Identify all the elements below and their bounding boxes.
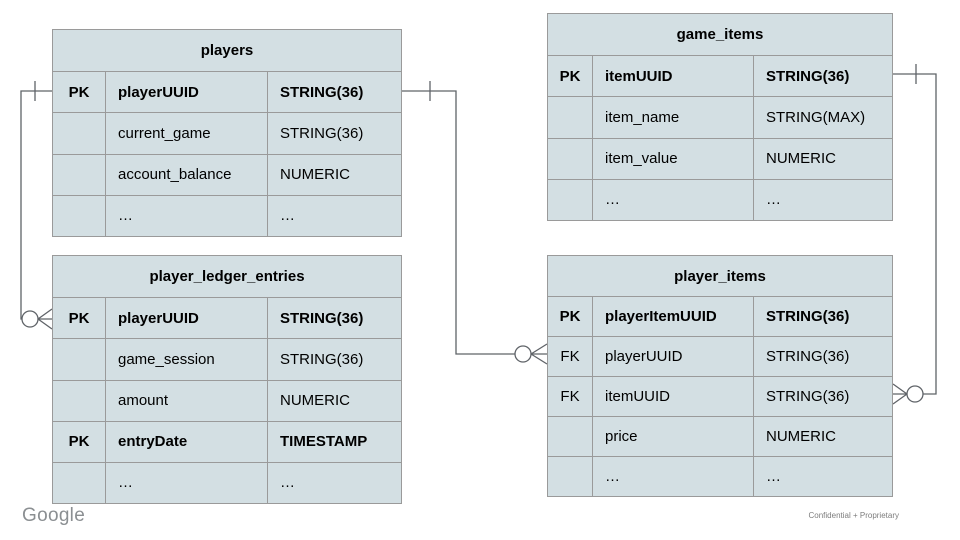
connector-line: [893, 73, 937, 395]
field-name-cell: …: [593, 178, 754, 220]
field-name-cell: itemUUID: [593, 376, 754, 416]
field-type-cell: …: [754, 456, 892, 496]
table-player-ledger-entries: player_ledger_entries PK playerUUID STRI…: [52, 255, 402, 504]
field-name-cell: amount: [106, 379, 268, 421]
key-cell: PK: [53, 297, 106, 339]
field-name-cell: …: [106, 194, 268, 236]
table-players: players PK playerUUID STRING(36) current…: [52, 29, 402, 237]
field-name-cell: itemUUID: [593, 55, 754, 97]
key-cell: FK: [548, 376, 593, 416]
field-type-cell: STRING(36): [754, 376, 892, 416]
crow-foot-icon: [530, 343, 548, 365]
field-name-cell: entryDate: [106, 420, 268, 462]
field-name-cell: item_value: [593, 137, 754, 179]
field-type-cell: …: [754, 178, 892, 220]
relationship-players-player-items: [402, 81, 548, 365]
key-cell: [53, 112, 106, 154]
field-type-cell: NUMERIC: [754, 137, 892, 179]
relationship-players-ledger: [20, 81, 53, 330]
key-cell: [548, 137, 593, 179]
key-cell: [53, 153, 106, 195]
field-type-cell: …: [268, 194, 401, 236]
key-cell: PK: [548, 296, 593, 336]
key-cell: [548, 456, 593, 496]
key-cell: PK: [548, 55, 593, 97]
crow-foot-icon: [892, 383, 908, 405]
key-cell: [548, 178, 593, 220]
field-name-cell: price: [593, 416, 754, 456]
zero-circle-icon: [21, 310, 39, 328]
key-cell: [53, 379, 106, 421]
field-name-cell: playerUUID: [593, 336, 754, 376]
key-cell: [548, 416, 593, 456]
field-type-cell: STRING(36): [268, 71, 401, 112]
connector-line: [20, 90, 52, 320]
table-player-ledger-entries-title: player_ledger_entries: [149, 268, 305, 286]
field-name-cell: current_game: [106, 112, 268, 154]
relationship-game-items-player-items: [892, 64, 937, 405]
field-name-cell: item_name: [593, 96, 754, 138]
crow-foot-icon: [37, 308, 53, 330]
zero-circle-icon: [514, 345, 532, 363]
field-name-cell: …: [593, 456, 754, 496]
field-type-cell: STRING(36): [754, 55, 892, 96]
table-game-items-title: game_items: [676, 26, 764, 44]
field-type-cell: NUMERIC: [754, 416, 892, 456]
key-cell: [548, 96, 593, 138]
key-cell: PK: [53, 420, 106, 462]
table-player-items-title: player_items: [674, 267, 766, 285]
field-name-cell: account_balance: [106, 153, 268, 195]
key-cell: [53, 461, 106, 503]
field-type-cell: STRING(36): [268, 297, 401, 338]
key-cell: FK: [548, 336, 593, 376]
connector-line: [402, 90, 515, 355]
field-name-cell: playerUUID: [106, 71, 268, 113]
key-cell: [53, 338, 106, 380]
google-logo: Google: [22, 505, 86, 526]
field-type-cell: STRING(MAX): [754, 96, 892, 137]
field-name-cell: …: [106, 461, 268, 503]
field-name-cell: game_session: [106, 338, 268, 380]
table-players-title: players: [200, 42, 254, 60]
field-type-cell: …: [268, 461, 401, 503]
field-type-cell: STRING(36): [754, 336, 892, 376]
table-game-items: game_items PK itemUUID STRING(36) item_n…: [547, 13, 893, 221]
table-player-items: player_items PK playerItemUUID STRING(36…: [547, 255, 893, 497]
zero-circle-icon: [906, 385, 924, 403]
field-name-cell: playerUUID: [106, 297, 268, 339]
field-type-cell: TIMESTAMP: [268, 420, 401, 462]
field-type-cell: NUMERIC: [268, 153, 401, 195]
field-type-cell: STRING(36): [754, 296, 892, 336]
key-cell: PK: [53, 71, 106, 113]
confidential-note: Confidential + Proprietary: [808, 511, 900, 520]
field-type-cell: STRING(36): [268, 112, 401, 153]
field-name-cell: playerItemUUID: [593, 296, 754, 336]
field-type-cell: STRING(36): [268, 338, 401, 379]
key-cell: [53, 194, 106, 236]
field-type-cell: NUMERIC: [268, 379, 401, 421]
